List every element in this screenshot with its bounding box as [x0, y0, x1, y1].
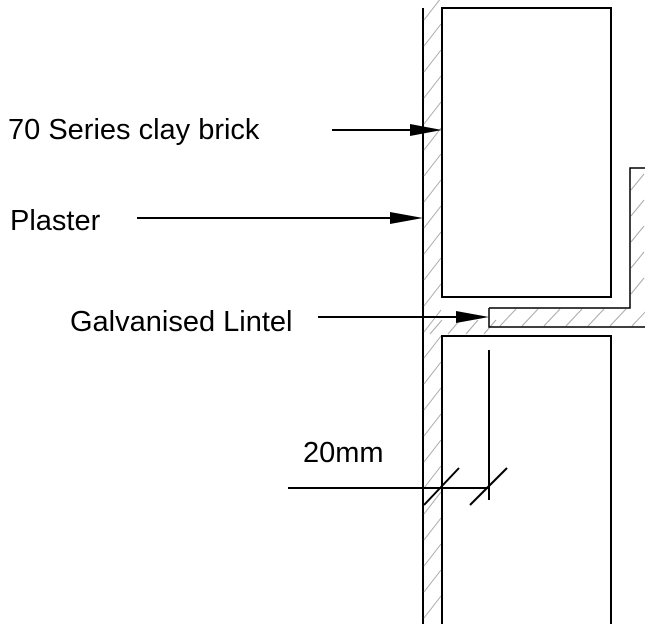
hatch-line — [423, 309, 442, 333]
hatch-line — [630, 251, 645, 269]
hatch-line — [423, 361, 442, 385]
hatch-line — [423, 231, 442, 255]
hatch-line — [423, 465, 442, 489]
hatch-line — [423, 127, 442, 151]
hatch-line — [423, 101, 442, 125]
brick-arrowhead — [410, 124, 442, 136]
hatch-line — [565, 308, 583, 327]
hatch-line — [423, 23, 442, 47]
plaster-arrowhead — [390, 212, 423, 224]
hatch-line — [423, 205, 442, 229]
dimension-tick-right — [469, 467, 508, 506]
hatch-line — [423, 569, 442, 593]
lintel-label: Galvanised Lintel — [70, 306, 292, 338]
hatch-line — [423, 543, 442, 567]
hatch-line — [465, 319, 479, 335]
plaster-hatching — [423, 0, 497, 619]
hatch-line — [423, 75, 442, 99]
lintel-bottom-edge — [488, 308, 645, 328]
hatch-line — [587, 308, 605, 327]
hatch-line — [423, 153, 442, 177]
hatch-line — [429, 319, 443, 335]
galvanised-lintel — [488, 167, 645, 328]
hatch-line — [543, 308, 561, 327]
hatch-line — [423, 257, 442, 281]
hatch-line — [499, 308, 517, 327]
hatch-line — [423, 517, 442, 541]
dimension-label: 20mm — [303, 437, 384, 469]
hatch-line — [630, 225, 645, 243]
hatch-line — [423, 595, 442, 619]
hatch-line — [423, 179, 442, 203]
lintel-top-edge — [489, 167, 645, 309]
hatch-line — [423, 439, 442, 463]
hatch-line — [631, 311, 645, 327]
plaster-label: Plaster — [10, 205, 101, 237]
upper-brick — [441, 7, 612, 298]
hatch-line — [630, 199, 645, 217]
lintel-hatching — [499, 173, 645, 327]
dimension-tick-left — [423, 467, 460, 506]
hatch-line — [423, 387, 442, 411]
hatch-line — [521, 308, 539, 327]
hatch-line — [423, 491, 442, 515]
brick-label: 70 Series clay brick — [8, 114, 260, 146]
lintel-arrowhead — [456, 311, 489, 323]
hatch-line — [423, 283, 442, 307]
hatch-line — [609, 308, 627, 327]
dimension-20mm: 20mm — [288, 350, 508, 506]
hatch-line — [423, 335, 442, 359]
hatch-line — [630, 277, 645, 295]
hatch-line — [423, 413, 442, 437]
hatch-line — [423, 49, 442, 73]
hatch-line — [630, 173, 645, 191]
hatch-line — [423, 0, 441, 21]
lower-brick — [441, 335, 612, 624]
